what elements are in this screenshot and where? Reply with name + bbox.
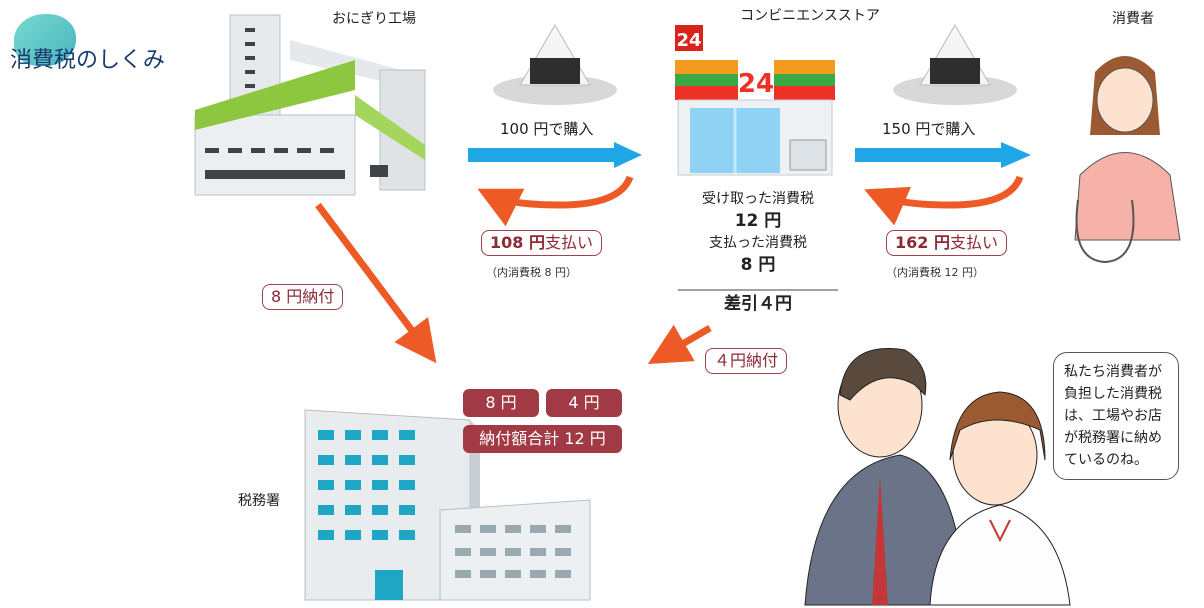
purchase-label-store: 150 円で購入 [882,120,976,138]
onigiri-illustration-1 [493,24,617,105]
arrow-factory-to-store [468,142,642,168]
payment-box-consumer: 162 円支払い [886,230,1007,256]
tax-office-label: 税務署 [238,493,280,509]
paid-tax-value: 8 円 [740,255,776,275]
factory-illustration [194,14,426,196]
received-tax-value: 12 円 [734,211,782,231]
arrow-factory-to-tax-office [315,202,437,364]
store-logo-big: 24 [738,69,774,99]
store-tax-diff-wrap: 差引４円 [678,293,838,315]
arrow-store-to-consumer [855,142,1031,168]
onigiri-illustration-2 [893,24,1017,105]
payment-box-store: 108 円支払い [481,230,602,256]
tax-note-factory: （内消費税 8 円） [486,266,577,279]
consumer-illustration [1074,56,1181,264]
tax-office-illustration [304,409,591,601]
payment-word: 支払い [949,233,998,252]
title-decoration [14,14,76,66]
arrow-store-to-tax-office [647,324,712,365]
store-logo-small: 24 [676,30,701,51]
consumer-label: 消費者 [1112,11,1154,27]
paid-tax-label: 支払った消費税 [709,235,807,251]
payment-amount: 108 円 [490,233,545,252]
tax-note-store: （内消費税 12 円） [886,266,984,279]
arrow-payment-store-to-factory [477,175,634,227]
store-illustration: 24 24 [675,25,835,176]
received-tax-label: 受け取った消費税 [702,191,814,207]
payment-word: 支払い [544,233,593,252]
arrow-payment-consumer-to-store [864,175,1024,226]
factory-tax-payment-label: 8 円納付 [262,284,344,310]
factory-label: おにぎり工場 [332,11,416,27]
speech-bubble: 私たち消費者が負担した消費税は、工場やお店が税務署に納めているのね。 [1053,352,1179,480]
store-label: コンビニエンスストア [740,8,880,24]
purchase-label-factory: 100 円で購入 [500,120,594,138]
store-amount-pill: 4 円 [546,389,622,417]
couple-illustration [804,348,1071,606]
total-amount-pill: 納付額合計 12 円 [463,425,622,453]
payment-amount: 162 円 [895,233,950,252]
page-title: 消費税のしくみ [10,48,165,73]
store-tax-diff: 差引４円 [724,294,792,314]
store-tax-calc: 受け取った消費税 12 円 支払った消費税 8 円 [678,188,838,276]
store-tax-payment-label: ４円納付 [705,348,788,374]
factory-amount-pill: 8 円 [463,389,539,417]
